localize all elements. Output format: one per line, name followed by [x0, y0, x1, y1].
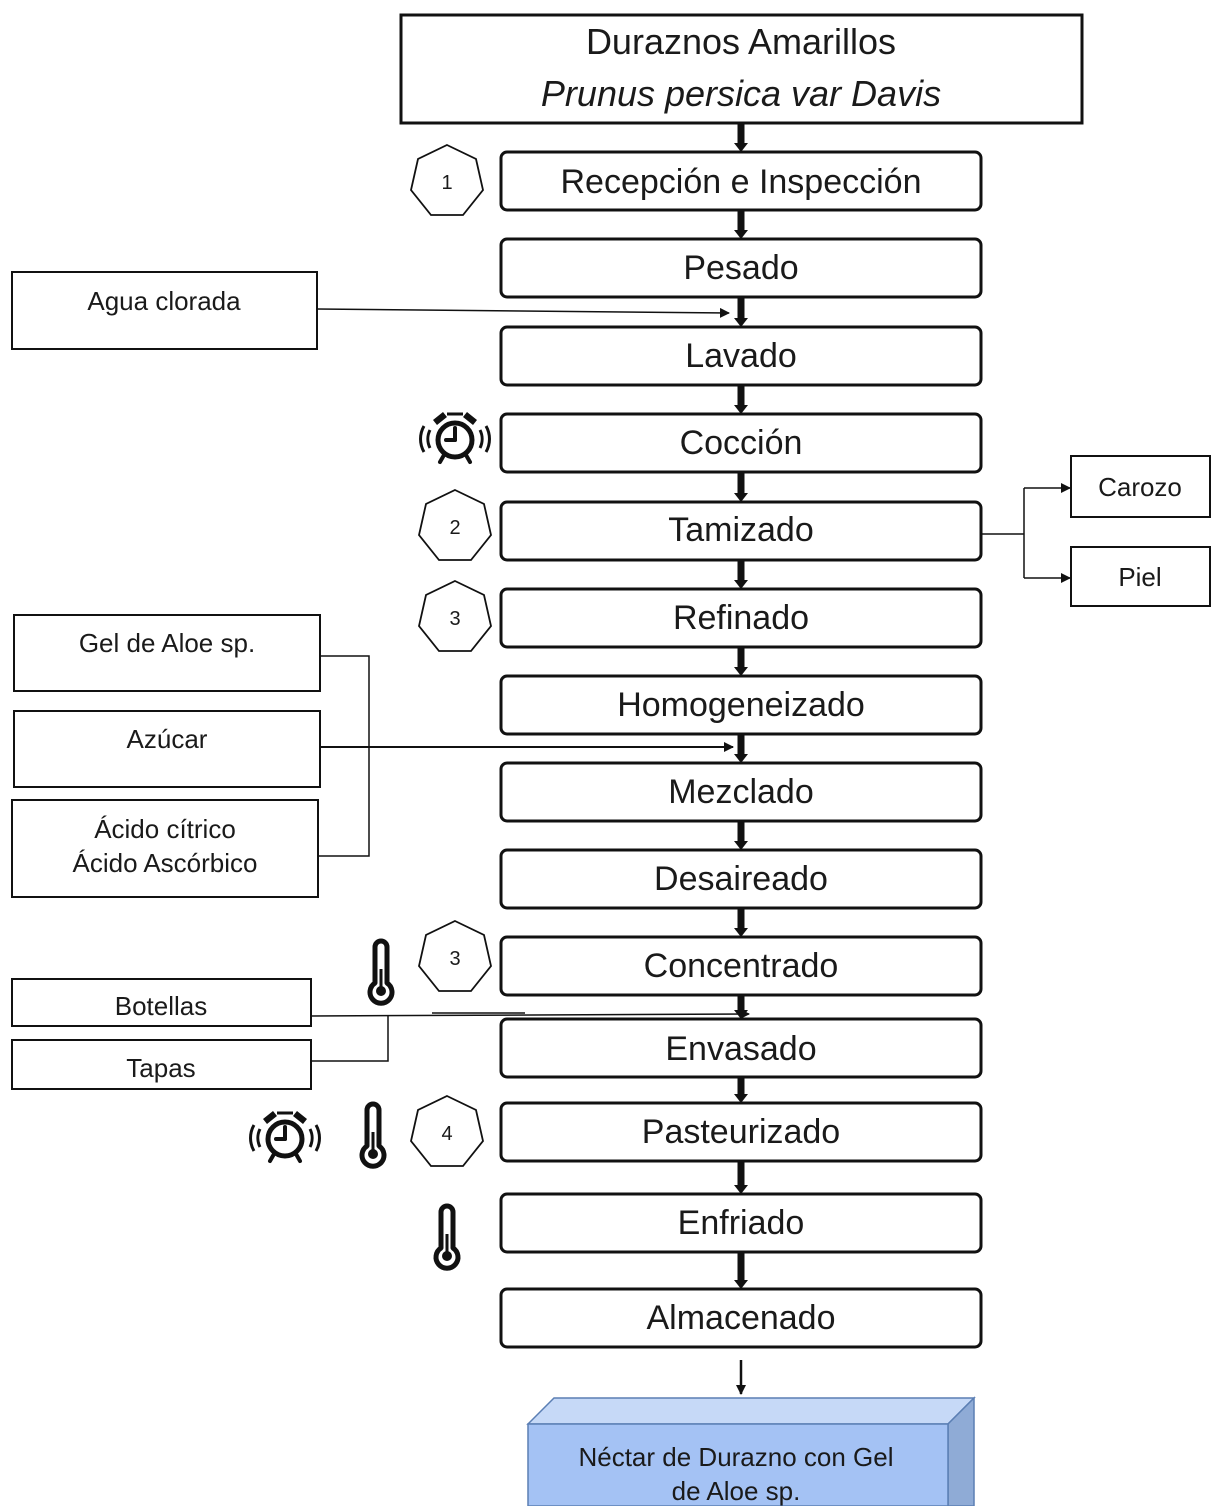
thermometer-icon	[362, 1104, 384, 1166]
output-label: Piel	[1118, 562, 1161, 592]
step-label: Enfriado	[678, 1204, 805, 1242]
control-point-1: 1	[410, 144, 484, 216]
control-points: 1 2 3 3 4	[410, 144, 492, 1167]
step-lavado: Lavado	[499, 325, 983, 387]
step-recepcion: Recepción e Inspección	[499, 150, 983, 212]
step-label: Pasteurizado	[642, 1113, 840, 1151]
step-refinado: Refinado	[499, 587, 983, 649]
flow-connector-head	[734, 493, 748, 502]
product-label-line1: Néctar de Durazno con Gel	[578, 1442, 893, 1472]
step-mezclado: Mezclado	[499, 761, 983, 823]
control-point-label: 4	[441, 1123, 452, 1145]
flow-connector-head	[734, 143, 748, 152]
step-label: Envasado	[665, 1030, 816, 1068]
flow-connector-head	[734, 1185, 748, 1194]
flow-connectors	[734, 123, 748, 1289]
control-point-3a: 3	[418, 580, 492, 652]
input-agua-clorada: Agua clorada	[11, 271, 730, 350]
input-label: Azúcar	[127, 724, 208, 754]
step-pasteurizado: Pasteurizado	[499, 1101, 983, 1163]
header-title: Duraznos Amarillos	[586, 21, 896, 62]
final-product: Néctar de Durazno con Gel de Aloe sp.	[526, 1396, 976, 1506]
output-connectors	[981, 483, 1071, 583]
step-almacenado: Almacenado	[499, 1287, 983, 1349]
control-point-4: 4	[410, 1095, 484, 1167]
alarm-clock-icon	[421, 412, 490, 462]
input-label: Ácido Ascórbico	[73, 848, 258, 878]
flow-connector-head	[734, 667, 748, 676]
step-coccion: Cocción	[499, 412, 983, 474]
process-steps: Recepción e Inspección Pesado Lavado Coc…	[499, 150, 983, 1349]
step-label: Cocción	[680, 424, 803, 462]
step-concentrado: Concentrado	[499, 935, 983, 997]
input-label: Agua clorada	[87, 286, 241, 316]
control-point-label: 3	[449, 608, 460, 630]
control-point-label: 1	[441, 172, 452, 194]
step-label: Desaireado	[654, 860, 828, 898]
flow-connector-head	[734, 1094, 748, 1103]
input-azucar: Azúcar	[13, 710, 321, 788]
control-point-label: 2	[449, 517, 460, 539]
input-gel-aloe: Gel de Aloe sp.	[13, 614, 321, 692]
step-label: Pesado	[683, 249, 798, 287]
input-label: Tapas	[126, 1053, 195, 1083]
step-label: Refinado	[673, 599, 809, 637]
flow-connector-head	[734, 405, 748, 414]
control-point-label: 3	[449, 948, 460, 970]
control-point-3b: 3	[418, 920, 492, 992]
flow-connector-head	[734, 928, 748, 937]
step-label: Mezclado	[668, 773, 814, 811]
header-box: Duraznos Amarillos Prunus persica var Da…	[399, 13, 1084, 125]
input-label: Botellas	[115, 991, 208, 1021]
ingredient-connectors	[318, 655, 734, 857]
flow-connector-head	[734, 230, 748, 239]
header-subtitle: Prunus persica var Davis	[541, 73, 941, 114]
step-label: Homogeneizado	[617, 686, 865, 724]
thermometer-icon	[370, 941, 392, 1003]
input-botellas: Botellas	[11, 978, 312, 1027]
product-label-line2: de Aloe sp.	[672, 1476, 801, 1506]
step-tamizado: Tamizado	[499, 500, 983, 562]
step-envasado: Envasado	[499, 1017, 983, 1079]
packaging-connectors	[310, 1009, 750, 1062]
input-label: Gel de Aloe sp.	[79, 628, 255, 658]
input-label: Ácido cítrico	[94, 814, 236, 844]
step-label: Concentrado	[644, 947, 839, 985]
flow-connector-head	[734, 318, 748, 327]
step-label: Lavado	[685, 337, 797, 375]
output-label: Carozo	[1098, 472, 1182, 502]
step-label: Almacenado	[646, 1299, 835, 1337]
step-label: Tamizado	[668, 511, 814, 549]
flow-connector-head	[734, 754, 748, 763]
input-tapas: Tapas	[11, 1039, 312, 1090]
step-homogeneizado: Homogeneizado	[499, 674, 983, 736]
step-enfriado: Enfriado	[499, 1192, 983, 1254]
output-piel: Piel	[1070, 546, 1211, 607]
control-point-2: 2	[418, 489, 492, 561]
step-desaireado: Desaireado	[499, 848, 983, 910]
thermometer-icon	[436, 1206, 458, 1268]
alarm-clock-icon	[251, 1111, 320, 1161]
flow-connector-head	[734, 1280, 748, 1289]
step-pesado: Pesado	[499, 237, 983, 299]
step-label: Recepción e Inspección	[560, 163, 921, 201]
input-acidos: Ácido cítrico Ácido Ascórbico	[11, 799, 319, 898]
output-carozo: Carozo	[1070, 455, 1211, 518]
flow-connector-head	[734, 580, 748, 589]
flow-connector-head	[734, 841, 748, 850]
